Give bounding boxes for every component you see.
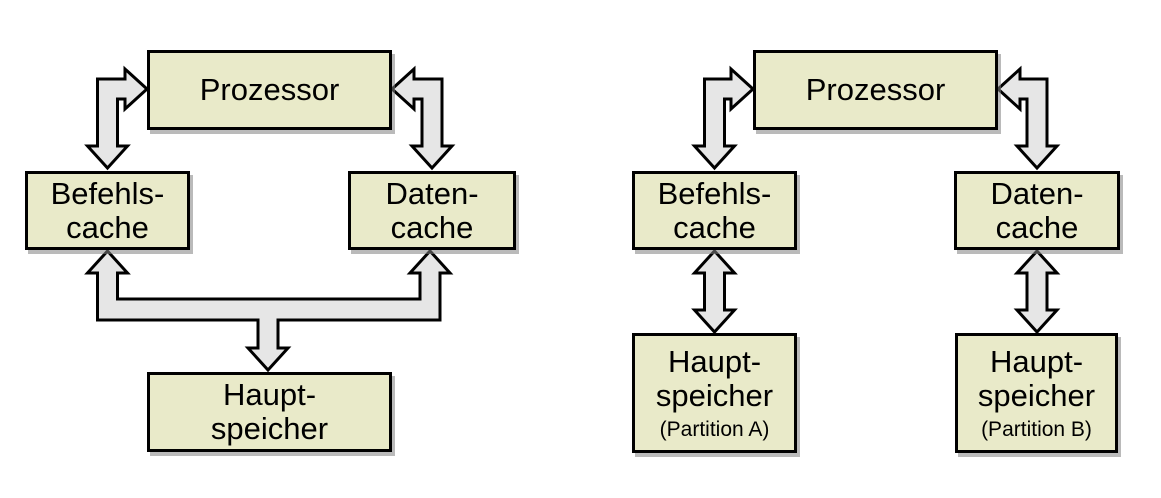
right-data-cache-label-line1: Daten- — [990, 175, 1084, 211]
right-dcache-memory-arrow — [1013, 248, 1061, 335]
right-main-memory-a-partition-note: (Partition A) — [659, 417, 770, 441]
left-processor-icache-arrow — [84, 65, 150, 171]
right-instruction-cache-label-line1: Befehls- — [657, 175, 772, 211]
right-instruction-cache-box: Befehls- cache — [632, 171, 797, 250]
left-memory-caches-fork-arrow — [84, 248, 454, 373]
left-main-memory-label-line1: Haupt- — [222, 377, 317, 412]
left-main-memory-box: Haupt- speicher — [147, 372, 392, 452]
left-data-cache-box: Daten- cache — [348, 171, 516, 250]
right-main-memory-a-label-line1: Haupt- — [667, 343, 762, 379]
right-main-memory-b-label-line2: speicher — [977, 377, 1096, 413]
left-data-cache-label-line1: Daten- — [385, 175, 479, 211]
left-processor-box: Prozessor — [147, 50, 392, 130]
right-processor-box: Prozessor — [753, 50, 998, 130]
right-data-cache-label-line2: cache — [995, 209, 1079, 245]
right-data-cache-box: Daten- cache — [954, 171, 1120, 250]
right-main-memory-a-label-line2: speicher — [655, 377, 774, 413]
left-instruction-cache-label-line2: cache — [66, 209, 149, 245]
right-main-memory-partition-b-box: Haupt- speicher (Partition B) — [955, 333, 1118, 453]
left-data-cache-label-line2: cache — [390, 209, 474, 245]
left-processor-dcache-arrow — [389, 65, 456, 171]
left-instruction-cache-label-line1: Befehls- — [50, 175, 165, 211]
left-processor-label: Prozessor — [199, 72, 340, 107]
right-main-memory-b-partition-note: (Partition B) — [981, 417, 1092, 441]
right-processor-icache-arrow — [691, 65, 756, 171]
right-main-memory-b-label-line1: Haupt- — [989, 343, 1084, 379]
left-main-memory-label-line2: speicher — [210, 411, 329, 446]
right-processor-label: Prozessor — [805, 72, 946, 107]
right-instruction-cache-label-line2: cache — [673, 209, 756, 245]
left-instruction-cache-box: Befehls- cache — [25, 171, 190, 250]
right-main-memory-partition-a-box: Haupt- speicher (Partition A) — [632, 333, 797, 453]
right-processor-dcache-arrow — [995, 65, 1061, 171]
right-icache-memory-arrow — [691, 248, 738, 335]
